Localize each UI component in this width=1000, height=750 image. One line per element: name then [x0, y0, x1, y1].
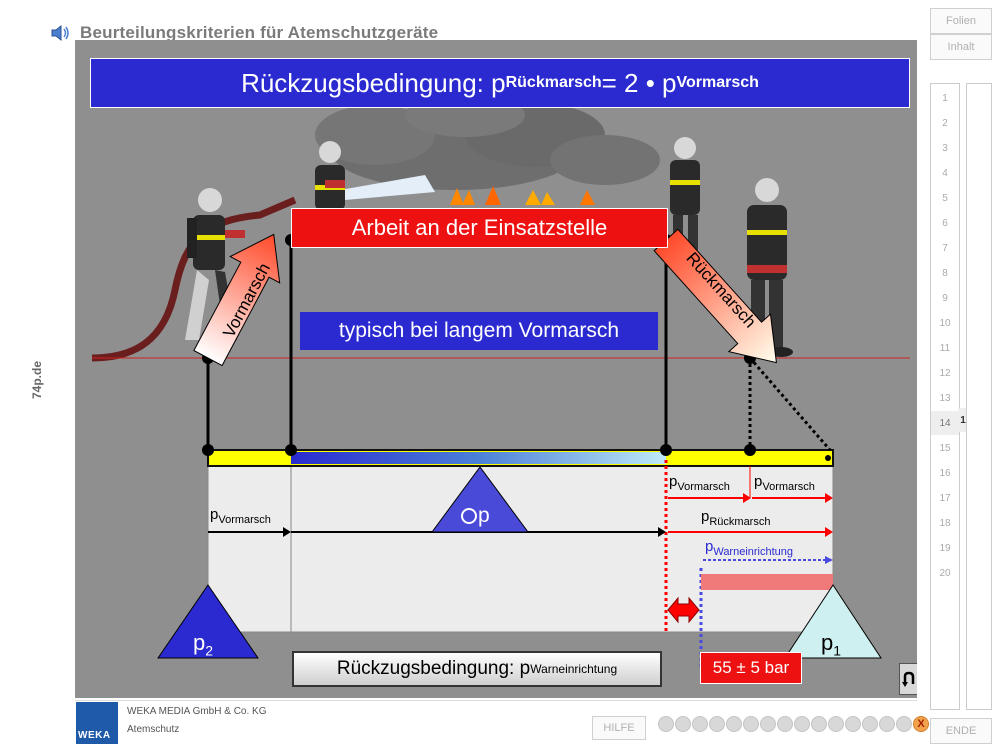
water-jet [340, 175, 435, 200]
progress-dot[interactable] [675, 716, 691, 732]
speaker-icon[interactable] [50, 23, 72, 43]
progress-dot[interactable] [692, 716, 708, 732]
slide-diagram [91, 93, 910, 670]
p-vormarsch-left-label: pVormarsch [210, 506, 271, 526]
sub-slide-index: 1 [958, 408, 968, 432]
headline-text: Rückzugsbedingung: p [241, 67, 506, 98]
undo-button[interactable] [899, 663, 917, 695]
slide-number-19[interactable]: 19 [939, 542, 951, 554]
p-warn-arrow [703, 556, 833, 564]
pressure-badge: 55 ± 5 bar [700, 652, 802, 684]
hilfe-button[interactable]: HILFE [592, 716, 646, 740]
typical-label: typisch bei langem Vormarsch [300, 312, 658, 350]
slide-number-12[interactable]: 12 [939, 367, 951, 379]
footer-divider [75, 700, 917, 701]
progress-dots: X [658, 716, 929, 732]
inhalt-button[interactable]: Inhalt [930, 34, 992, 60]
progress-dot[interactable] [743, 716, 759, 732]
p1-label: p1 [821, 630, 842, 659]
progress-dot[interactable] [811, 716, 827, 732]
slide-number-8[interactable]: 8 [942, 267, 948, 279]
pressure-bar-work [291, 452, 666, 464]
firefighter-nozzle [315, 141, 345, 210]
p-rueckmarsch-label: pRückmarsch [701, 508, 771, 528]
slide-number-14[interactable]: 14 [931, 411, 959, 435]
close-button[interactable]: X [913, 716, 929, 732]
slide-number-11[interactable]: 11 [939, 342, 951, 354]
progress-dot[interactable] [845, 716, 861, 732]
slide-number-6[interactable]: 6 [942, 217, 948, 229]
ende-button[interactable]: ENDE [930, 718, 992, 744]
vormarsch-arrow [193, 233, 281, 367]
slide-number-18[interactable]: 18 [939, 517, 951, 529]
company-name: WEKA MEDIA GmbH & Co. KG [127, 706, 267, 717]
title-bar: Beurteilungskriterien für Atemschutzgerä… [50, 18, 438, 48]
smoke-cloud [315, 93, 660, 190]
tolerance-double-arrow [667, 596, 700, 624]
p2-triangle [157, 584, 259, 659]
p-vormarsch-right-label-1: pVormarsch [669, 473, 730, 493]
slide-number-15[interactable]: 15 [939, 442, 951, 454]
p-vormarsch-right-label-2: pVormarsch [754, 473, 815, 493]
p-rueckmarsch-arrow [668, 527, 833, 537]
progress-dot[interactable] [709, 716, 725, 732]
side-watermark: 74p.de [30, 360, 44, 399]
firefighter-vormarsch [185, 188, 245, 340]
p2-label: p2 [193, 630, 214, 659]
work-label: Arbeit an der Einsatzstelle [291, 208, 668, 248]
product-name: Atemschutz [127, 724, 180, 735]
undo-icon [902, 671, 915, 687]
progress-dot[interactable] [658, 716, 674, 732]
headline-eq: = 2 • p [601, 67, 677, 98]
slide-number-9[interactable]: 9 [942, 292, 948, 304]
progress-dot[interactable] [879, 716, 895, 732]
flames [450, 186, 595, 205]
headline-sub-2: Vormarsch [676, 74, 759, 91]
headline-sub-1: Rückmarsch [505, 74, 602, 91]
slide-number-13[interactable]: 13 [939, 392, 951, 404]
slide-number-2[interactable]: 2 [942, 117, 948, 129]
p1-triangle [784, 584, 882, 659]
progress-dot[interactable] [726, 716, 742, 732]
progress-dot[interactable] [828, 716, 844, 732]
warn-range-bar [701, 574, 833, 590]
progress-dot[interactable] [760, 716, 776, 732]
slide-number-3[interactable]: 3 [942, 142, 948, 154]
slide-number-4[interactable]: 4 [942, 167, 948, 179]
slide-number-17[interactable]: 17 [939, 492, 951, 504]
delta-p-label: p [478, 504, 490, 527]
progress-dot[interactable] [862, 716, 878, 732]
p-warn-label: pWarneinrichtung [705, 538, 794, 558]
hose [91, 196, 297, 362]
pressure-panel [207, 463, 834, 633]
progress-dot[interactable] [777, 716, 793, 732]
slide-number-10[interactable]: 10 [939, 317, 951, 329]
progress-dot[interactable] [794, 716, 810, 732]
slide-number-16[interactable]: 16 [939, 467, 951, 479]
folien-button[interactable]: Folien [930, 8, 992, 34]
slide-number-20[interactable]: 20 [939, 567, 951, 579]
weka-logo: WEKA [76, 702, 118, 744]
slide-number-7[interactable]: 7 [942, 242, 948, 254]
page-title: Beurteilungskriterien für Atemschutzgerä… [80, 23, 439, 42]
slide-number-5[interactable]: 5 [942, 192, 948, 204]
delta-icon [461, 508, 477, 524]
rueckmarsch-arrow [653, 228, 777, 364]
slide-scrollbar[interactable] [966, 83, 992, 710]
p-vormarsch-arrow-1 [668, 493, 751, 503]
p-vormarsch-arrow-2 [752, 493, 833, 503]
slide-number-1[interactable]: 1 [942, 92, 948, 104]
delta-p-triangle [431, 466, 529, 533]
progress-dot[interactable] [896, 716, 912, 732]
